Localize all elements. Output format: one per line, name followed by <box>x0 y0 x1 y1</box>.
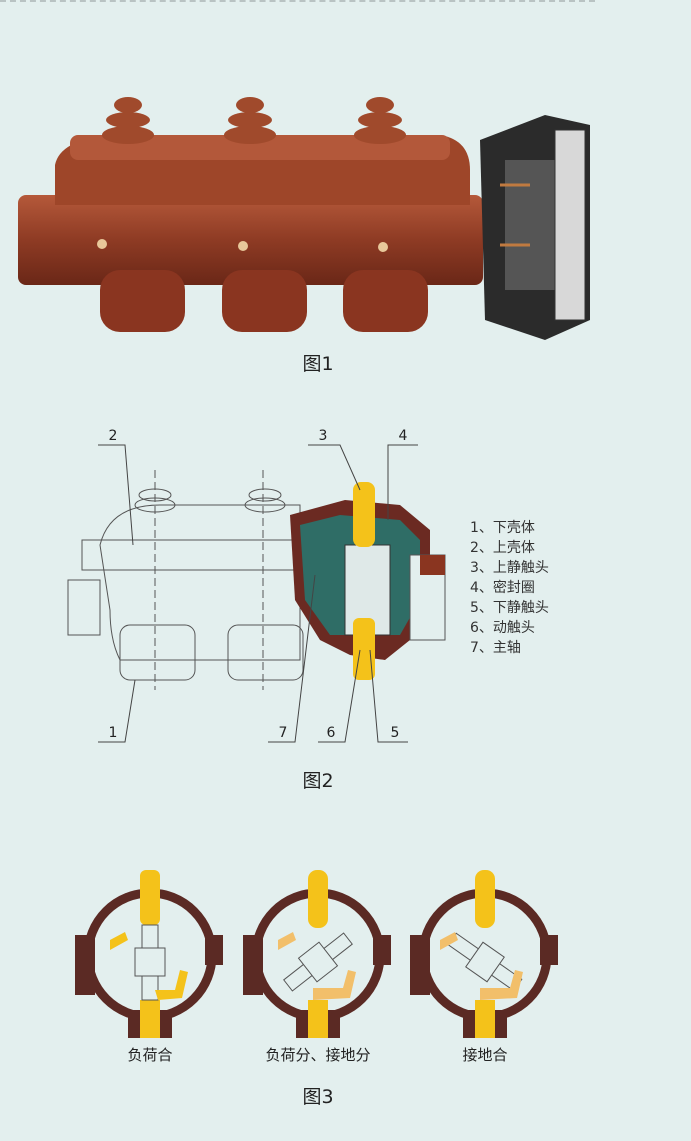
figure2-section-colored <box>290 482 446 680</box>
legend-item: 2、上壳体 <box>470 539 535 556</box>
state-label-load-open-earth-open: 负荷分、接地分 <box>265 1046 370 1064</box>
figure2-leader-lines <box>98 444 418 743</box>
callout-3: 3 <box>319 428 328 444</box>
callout-2: 2 <box>109 428 118 444</box>
figure2-caption: 图2 <box>302 770 333 792</box>
callout-4: 4 <box>399 428 408 444</box>
legend-item: 4、密封圈 <box>470 579 535 596</box>
callout-7: 7 <box>279 725 288 741</box>
legend-item: 6、动触头 <box>470 620 535 636</box>
figure2-legend: 1、下壳体 2、上壳体 3、上静触头 4、密封圈 5、下静触头 6、动触头 7、… <box>470 519 549 656</box>
figure2-callouts: 2 3 4 1 7 6 5 <box>109 428 408 741</box>
state-label-load-closed: 负荷合 <box>127 1046 172 1064</box>
state-diagram-load-open-earth-open <box>243 870 391 1038</box>
callout-6: 6 <box>327 725 336 741</box>
figure2-section-drawing <box>67 470 313 690</box>
state-diagram-earth-closed <box>410 870 558 1038</box>
state-diagram-load-closed <box>75 870 223 1038</box>
legend-item: 1、下壳体 <box>470 519 535 536</box>
callout-5: 5 <box>391 725 400 741</box>
top-divider <box>0 0 595 2</box>
legend-item: 3、上静触头 <box>470 560 549 576</box>
figure3-caption: 图3 <box>302 1086 333 1108</box>
figure1-switch-photo <box>18 97 590 340</box>
figure1-caption: 图1 <box>302 353 333 375</box>
legend-item: 7、主轴 <box>470 640 521 656</box>
legend-item: 5、下静触头 <box>470 600 549 616</box>
state-label-earth-closed: 接地合 <box>462 1046 507 1064</box>
callout-1: 1 <box>109 725 118 741</box>
